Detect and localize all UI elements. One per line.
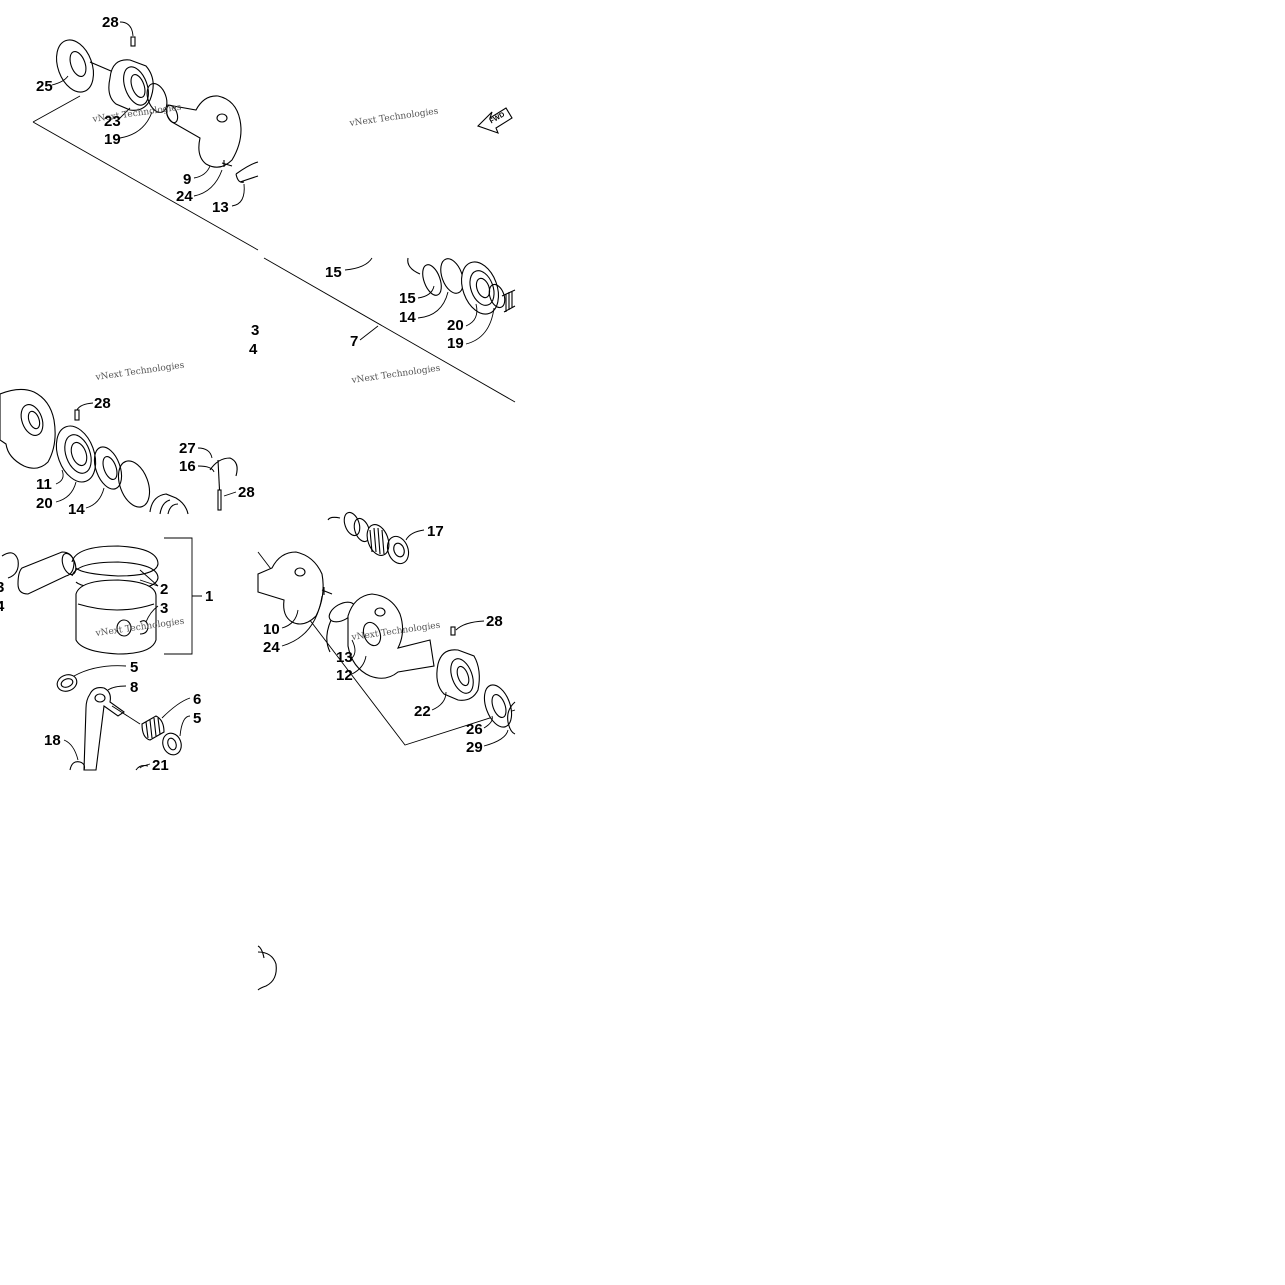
connecting-rod-8: [56, 674, 125, 771]
dowel-pin-28: [217, 489, 222, 511]
callout-19: 19: [447, 335, 464, 352]
callout-5: 5: [193, 710, 201, 727]
pin-24: [321, 587, 333, 595]
callout-5: 5: [130, 659, 138, 676]
callout-8: 8: [130, 679, 138, 696]
crank-half-11: [0, 388, 56, 469]
callout-6: 6: [193, 691, 201, 708]
dowel-pin-28: [74, 409, 80, 421]
callout-4: 4: [0, 598, 5, 615]
callout-28: 28: [102, 14, 119, 31]
needle-bearing-6: [141, 715, 165, 741]
callout-29: 29: [466, 739, 483, 756]
callout-10: 10: [263, 621, 280, 638]
needle-bearing: [366, 524, 390, 556]
assembly-axis-line: [263, 257, 516, 403]
washer-5: [162, 732, 182, 756]
seal-26: [483, 684, 513, 728]
needle-bearing: [149, 493, 189, 515]
callout-15: 15: [399, 290, 416, 307]
thrust-washer-14: [93, 446, 123, 490]
crank-half-12: [347, 593, 435, 679]
tile-crank-left-top: FWD vNext Technologies vNext Technologie…: [32, 14, 513, 251]
thrust-washer-15: [422, 264, 442, 296]
tile-piston-rod: vNext Technologies 2 1 3 5 8 6 5 18 21 3…: [0, 537, 213, 774]
assembly-bracket: [164, 537, 202, 655]
watermark: vNext Technologies: [94, 361, 185, 384]
circlip-3: [139, 620, 149, 635]
seal-29: [507, 701, 516, 735]
callout-20: 20: [36, 495, 53, 512]
crank-half-10: [257, 551, 324, 625]
callout-18: 18: [44, 732, 61, 749]
washer-17: [386, 535, 410, 565]
bearing-20: [55, 425, 97, 483]
callout-16: 16: [179, 458, 196, 475]
callout-7: 7: [350, 333, 358, 350]
bearing-20: [460, 261, 500, 315]
dowel-pin-28: [130, 36, 136, 47]
bearing-22: [436, 649, 480, 701]
callout-21: 21: [152, 757, 169, 774]
dowel-pin-28: [450, 626, 456, 636]
callout-15: 15: [325, 264, 342, 281]
tile-crank-right-middle: vNext Technologies 17 28 10 24 13 12 22 …: [257, 511, 516, 756]
washer-18: [69, 761, 86, 771]
pin-24: [221, 160, 233, 167]
callout-12: 12: [336, 667, 353, 684]
assembly-axis-line: [32, 95, 259, 251]
callout-11: 11: [36, 476, 52, 493]
callout-26: 26: [466, 721, 483, 738]
snap-ring-19: [488, 283, 506, 309]
callout-23: 23: [104, 113, 121, 130]
callout-20: 20: [447, 317, 464, 334]
output-shaft-spline: [501, 289, 516, 313]
callout-4: 4: [249, 341, 258, 358]
piston: [75, 579, 157, 655]
callout-25: 25: [36, 78, 53, 95]
callout-28: 28: [238, 484, 255, 501]
callout-19: 19: [104, 131, 121, 148]
callout-24: 24: [176, 188, 193, 205]
crank-pin-13: [235, 161, 259, 183]
snap-ring-19: [146, 83, 168, 113]
callout-3: 3: [160, 600, 168, 617]
callout-28: 28: [486, 613, 503, 630]
callout-28: 28: [94, 395, 111, 412]
bearing-23: [108, 59, 154, 111]
callout-27: 27: [179, 440, 196, 457]
crank-half-9: [165, 95, 242, 168]
retaining-ring-16: [117, 460, 151, 508]
callout-13: 13: [336, 649, 353, 666]
oil-seal-25: [55, 39, 95, 93]
fwd-arrow-icon: FWD: [476, 107, 513, 134]
callout-24: 24: [263, 639, 280, 656]
callout-22: 22: [414, 703, 431, 720]
watermark: vNext Technologies: [348, 107, 439, 130]
circlip: [1, 552, 19, 579]
thrust-washer-14: [440, 258, 464, 294]
washer-5: [56, 674, 78, 692]
circlip-27: [209, 457, 238, 477]
tile-crank-right-top: vNext Technologies 15 15 14 20 19 7 3 4: [249, 257, 516, 403]
ring-fragment: [257, 945, 277, 991]
watermark: vNext Technologies: [350, 364, 441, 387]
callout-3: 3: [0, 579, 4, 596]
callout-17: 17: [427, 523, 444, 540]
callout-9: 9: [183, 171, 191, 188]
callout-14: 14: [68, 501, 85, 518]
tile-crank-left-middle: vNext Technologies 28 11 20 14 27 16 28: [0, 361, 255, 518]
callout-2: 2: [160, 581, 168, 598]
piston-ring-2: [71, 545, 159, 577]
callout-3: 3: [251, 322, 259, 339]
callout-1: 1: [205, 588, 213, 605]
callout-13: 13: [212, 199, 229, 216]
wrist-pin: [17, 551, 77, 595]
callout-14: 14: [399, 309, 416, 326]
